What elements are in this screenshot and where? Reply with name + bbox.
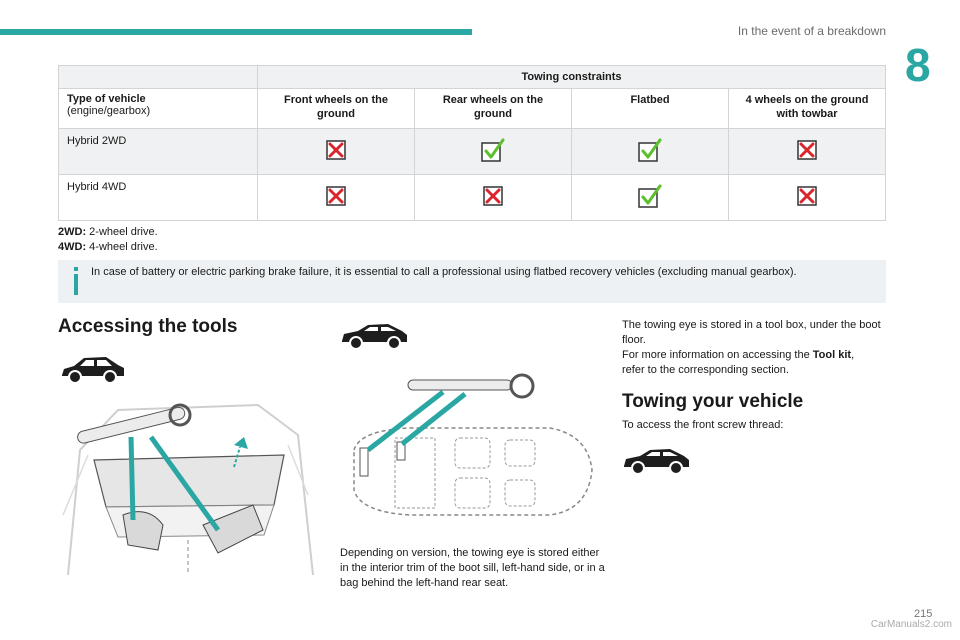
info-icon xyxy=(74,267,78,295)
more-info-line2: refer to the corresponding section. xyxy=(622,364,789,376)
tool-box-text: The towing eye is stored in a tool box, … xyxy=(622,318,887,378)
type-header: Type of vehicle (engine/gearbox) xyxy=(58,88,258,129)
mark-cell xyxy=(728,174,886,221)
column-header-towbar: 4 wheels on the ground with towbar xyxy=(728,88,886,129)
tool-kit-link: Tool kit xyxy=(812,349,852,361)
row-label: Hybrid 4WD xyxy=(58,174,258,221)
table-header-row: Type of vehicle (engine/gearbox) Front w… xyxy=(58,88,886,129)
mark-cell xyxy=(414,128,572,175)
legend-2wd: 2WD: 2-wheel drive. xyxy=(58,225,158,240)
column-header-rear: Rear wheels on the ground xyxy=(414,88,572,129)
legend-def: 2-wheel drive. xyxy=(86,226,158,238)
type-header-bold: Type of vehicle xyxy=(67,93,146,105)
crossover-car-icon xyxy=(342,324,407,350)
check-icon xyxy=(481,138,505,162)
more-info-post: , xyxy=(851,349,855,361)
stored-text: The towing eye is stored in a tool box, … xyxy=(622,319,881,346)
section-heading-towing-vehicle: Towing your vehicle xyxy=(622,391,804,412)
row-label: Hybrid 2WD xyxy=(58,128,258,175)
mark-cell xyxy=(414,174,572,221)
mark-cell xyxy=(257,128,415,175)
table-row: Hybrid 2WD xyxy=(58,128,886,175)
mark-cell xyxy=(571,174,729,221)
mark-cell xyxy=(257,174,415,221)
cross-icon xyxy=(326,186,346,206)
table-title: Towing constraints xyxy=(257,65,886,89)
legend-4wd: 4WD: 4-wheel drive. xyxy=(58,240,158,255)
legend-term: 4WD: xyxy=(58,241,87,253)
info-text: In case of battery or electric parking b… xyxy=(91,266,797,278)
mark-cell xyxy=(728,128,886,175)
drive-legend: 2WD: 2-wheel drive. 4WD: 4-wheel drive. xyxy=(58,225,158,255)
boot-floor-illustration xyxy=(58,395,320,575)
watermark: CarManuals2.com xyxy=(870,619,952,630)
table-corner-cell xyxy=(58,65,258,89)
towing-text: To access the front screw thread: xyxy=(622,419,784,431)
cross-icon xyxy=(797,186,817,206)
table-title-row: Towing constraints xyxy=(58,65,886,89)
accent-bar xyxy=(0,29,472,35)
cross-icon xyxy=(797,140,817,160)
chapter-number: 8 xyxy=(905,39,931,91)
section-heading-accessing-tools: Accessing the tools xyxy=(58,316,238,337)
column-header-flatbed: Flatbed xyxy=(571,88,729,129)
page-number: 215 xyxy=(914,608,933,620)
table-row: Hybrid 4WD xyxy=(58,174,886,221)
column-header-front: Front wheels on the ground xyxy=(257,88,415,129)
check-icon xyxy=(638,184,662,208)
more-info-line: For more information on accessing the To… xyxy=(622,348,887,363)
mark-cell xyxy=(571,128,729,175)
cross-icon xyxy=(326,140,346,160)
suv-car-icon xyxy=(62,357,124,384)
info-box: In case of battery or electric parking b… xyxy=(58,260,886,303)
type-header-sub: (engine/gearbox) xyxy=(67,105,151,117)
check-icon xyxy=(638,138,662,162)
towing-constraints-table: Towing constraints Type of vehicle (engi… xyxy=(58,65,886,221)
cross-icon xyxy=(483,186,503,206)
legend-term: 2WD: xyxy=(58,226,87,238)
section-title: In the event of a breakdown xyxy=(737,24,886,38)
legend-def: 4-wheel drive. xyxy=(86,241,158,253)
towing-eye-location-caption: Depending on version, the towing eye is … xyxy=(340,547,605,589)
vehicle-top-view-illustration xyxy=(340,370,602,540)
crossover-car-icon xyxy=(624,449,689,475)
more-info-pre: For more information on accessing the xyxy=(622,349,813,361)
